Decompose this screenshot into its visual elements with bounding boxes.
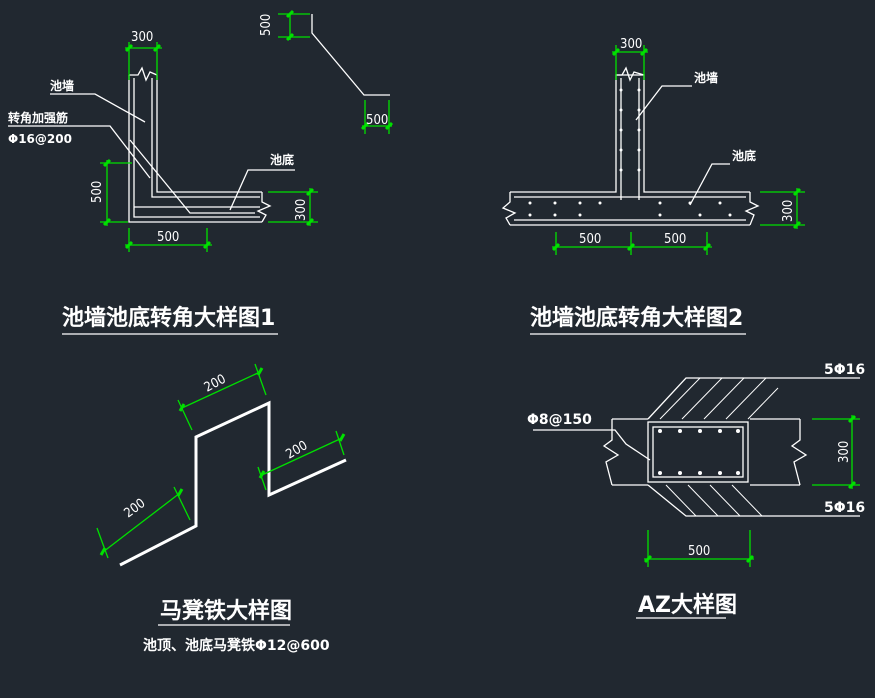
detail-2-tick — [639, 47, 649, 57]
detail-3-tick — [178, 403, 186, 412]
detail-1-wall-floor-corner: 池墙 转角加强筋 Φ16@200 池底 300 500 300 500 — [8, 9, 394, 335]
detail-1-tick — [124, 240, 134, 250]
detail-4-break-left — [602, 419, 620, 486]
detail-1-leader-floor — [229, 169, 295, 211]
detail-1-inner-rebar — [151, 78, 260, 198]
detail-3-ext — [96, 527, 109, 559]
detail-2-wall-floor-junction: 池墙 池底 300 300 500 500 池墙池底转角大样图2 — [501, 37, 805, 335]
detail-1-dim-corner-length: 500 — [157, 230, 179, 245]
detail-3-ext — [254, 363, 267, 396]
detail-2-rebar-dots — [528, 88, 732, 217]
detail-2-top-outline — [510, 74, 750, 193]
detail-2-label-wall: 池墙 — [694, 70, 718, 85]
detail-1-dim-floor-thickness: 300 — [294, 199, 309, 221]
detail-3-chair-bar: 200 200 200 马凳铁大样图 池顶、池底马凳铁Φ12@600 — [96, 363, 347, 654]
detail-3-tick — [99, 547, 107, 556]
detail-1-tick — [102, 158, 112, 168]
detail-3-ext — [257, 466, 267, 491]
detail-4-hatching — [659, 377, 779, 517]
detail-1-break-right — [256, 192, 272, 223]
detail-2-dim-floor-thickness: 300 — [781, 200, 796, 222]
detail-4-tick — [643, 554, 653, 564]
detail-2-dim-left: 500 — [579, 232, 601, 247]
detail-1-leader-wall — [50, 93, 146, 123]
detail-2-break-left — [501, 192, 517, 226]
detail-3-ext — [173, 486, 191, 521]
detail-2-leader-floor — [689, 163, 730, 206]
detail-1-tick — [384, 121, 394, 131]
detail-3-tick — [258, 470, 266, 479]
detail-4-dim-height: 300 — [837, 441, 852, 463]
detail-2-tick — [792, 187, 802, 197]
detail-1-tick — [305, 187, 315, 197]
detail-1-label-floor: 池底 — [270, 152, 294, 167]
detail-1-tick — [285, 9, 295, 19]
detail-1-tick — [152, 43, 162, 53]
detail-2-dim-right: 500 — [664, 232, 686, 247]
detail-4-tick — [847, 480, 857, 490]
detail-1-corner-bar — [129, 139, 255, 214]
detail-3-dim-left: 200 — [122, 496, 149, 521]
detail-4-break-right — [790, 419, 808, 486]
detail-3-dim-line-top — [181, 371, 261, 409]
detail-2-tick — [792, 220, 802, 230]
detail-3-tick — [176, 488, 184, 497]
detail-1-tick — [360, 121, 370, 131]
detail-4-label-stirrup: Φ8@150 — [527, 412, 592, 428]
detail-3-ext — [335, 430, 345, 456]
detail-4-bars — [658, 429, 740, 475]
detail-3-dim-line-left — [102, 492, 181, 553]
detail-1-leader-corner-bar — [8, 125, 151, 179]
detail-2-break-right — [744, 192, 760, 226]
detail-1-tick — [124, 43, 134, 53]
detail-2-tick — [702, 242, 712, 252]
detail-1-outer-outline — [128, 75, 262, 223]
detail-1-outer-rebar — [133, 78, 260, 218]
detail-3-title: 马凳铁大样图 — [160, 598, 292, 624]
detail-1-break-top — [129, 66, 158, 82]
detail-1-tick — [285, 32, 295, 42]
detail-4-title: AZ大样图 — [638, 592, 737, 618]
detail-3-dim-line-right — [261, 437, 343, 476]
detail-2-tick — [611, 47, 621, 57]
detail-4-haunch-top — [647, 377, 800, 420]
detail-1-dim-corner-height: 500 — [90, 181, 105, 203]
detail-1-label-corner-bar: 转角加强筋 — [8, 110, 68, 125]
detail-1-tick — [202, 240, 212, 250]
detail-3-chair-bar-shape — [119, 400, 347, 567]
detail-3-tick — [256, 367, 264, 376]
detail-4-label-bottom-bars: 5Φ16 — [824, 500, 865, 516]
detail-4-tick — [745, 554, 755, 564]
detail-4-beam-outline — [647, 421, 749, 483]
detail-2-break-top — [616, 66, 645, 82]
detail-1-label-bar-spec: Φ16@200 — [8, 132, 72, 146]
detail-3-subtitle: 池顶、池底马凳铁Φ12@600 — [143, 637, 330, 654]
detail-1-label-wall: 池墙 — [50, 78, 74, 93]
detail-3-tick — [338, 433, 346, 442]
detail-1-lap-bar-sketch — [311, 14, 390, 96]
detail-2-tick — [626, 242, 636, 252]
detail-3-dim-top: 200 — [202, 372, 229, 396]
detail-4-label-top-bars: 5Φ16 — [824, 362, 865, 378]
detail-4-leader-stirrup — [533, 429, 651, 461]
detail-3-dim-right: 200 — [284, 438, 311, 462]
detail-2-dim-wall-thickness: 300 — [620, 37, 642, 52]
detail-2-leader-wall — [635, 85, 692, 121]
detail-2-title: 池墙池底转角大样图2 — [530, 305, 743, 331]
detail-4-dim-width: 500 — [688, 544, 710, 559]
detail-2-label-floor: 池底 — [732, 148, 756, 163]
detail-1-tick — [102, 217, 112, 227]
detail-4-tick — [847, 414, 857, 424]
detail-3-ext — [177, 399, 193, 431]
detail-1-dim-lap-vertical: 500 — [259, 14, 274, 36]
detail-4-az-beam-section: 5Φ16 5Φ16 Φ8@150 300 500 AZ大样图 — [527, 362, 865, 619]
detail-4-stirrup — [652, 426, 744, 478]
detail-1-title: 池墙池底转角大样图1 — [62, 305, 275, 331]
detail-1-dim-wall-thickness: 300 — [131, 30, 153, 45]
detail-1-dim-lap-horizontal: 500 — [366, 113, 388, 128]
detail-1-tick — [305, 217, 315, 227]
detail-2-tick — [551, 242, 561, 252]
detail-1-inner-outline — [156, 75, 262, 193]
